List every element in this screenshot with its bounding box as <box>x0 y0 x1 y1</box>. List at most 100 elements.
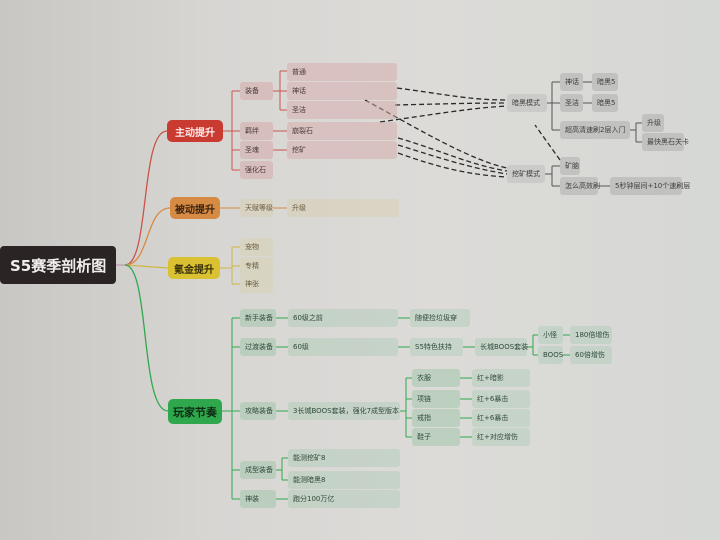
node-dark-holy-value[interactable]: 暗黑5 <box>592 94 618 112</box>
node-newbie-gear[interactable]: 新手装备 <box>240 309 276 327</box>
edge-root-active <box>124 130 168 266</box>
node-label: 戒指 <box>417 414 431 422</box>
node-ring[interactable]: 戒指 <box>412 409 460 427</box>
node-boss-dmg[interactable]: 60倍增伤 <box>570 346 612 364</box>
node-test-mining[interactable]: 能测挖矿8 <box>288 449 400 467</box>
node-label: BOOS <box>543 351 564 359</box>
node-great-wall-set[interactable]: 长城BOOS套装 <box>475 338 529 356</box>
node-mine-brain[interactable]: 矿脑 <box>560 157 580 175</box>
node-label: 长城BOOS套装 <box>480 343 529 351</box>
node-pick-any[interactable]: 随便捡垃圾穿 <box>410 309 470 327</box>
node-crack-stone[interactable]: 崩裂石 <box>287 122 397 140</box>
branch-active-label: 主动提升 <box>175 127 215 139</box>
node-label: 60级 <box>293 343 309 351</box>
node-test-dark[interactable]: 能测暗黑8 <box>288 471 400 489</box>
node-level-up[interactable]: 升级 <box>642 114 664 132</box>
node-minion[interactable]: 小怪 <box>538 326 563 344</box>
node-level-60[interactable]: 60级 <box>288 338 398 356</box>
node-efficient-farm-value[interactable]: 5秒钟层间+10个速刷层 <box>610 177 690 195</box>
node-clothes-value[interactable]: 红+暗影 <box>472 369 530 387</box>
node-label: 专精 <box>245 262 259 270</box>
node-speed-run[interactable]: 超高清速刷2层入门 <box>560 121 630 139</box>
node-talent-level[interactable]: 天赋等级 <box>240 199 273 217</box>
node-label: 新手装备 <box>245 314 273 322</box>
node-label: 怎么高效刷 <box>565 182 600 190</box>
node-god-gear[interactable]: 神装 <box>240 490 276 508</box>
node-myth[interactable]: 神话 <box>287 82 397 100</box>
node-label: 能测挖矿8 <box>293 454 326 462</box>
node-label: 宠物 <box>245 243 259 251</box>
node-pet[interactable]: 宠物 <box>240 238 273 256</box>
branch-passive[interactable]: 被动提升 <box>170 197 220 219</box>
node-shoes-value[interactable]: 红+对应增伤 <box>472 428 530 446</box>
node-label: 衣服 <box>417 374 431 382</box>
node-enhance-stone[interactable]: 强化石 <box>240 161 273 179</box>
node-dark-holy[interactable]: 圣洁 <box>560 94 583 112</box>
node-label: 能测暗黑8 <box>293 476 326 484</box>
edge-root-money <box>124 264 169 269</box>
node-dark-myth-value[interactable]: 暗黑5 <box>592 73 618 91</box>
node-formed-gear[interactable]: 成型装备 <box>240 461 276 479</box>
node-fastest-stage[interactable]: 最快黑石关卡 <box>642 133 689 151</box>
node-necklace-value[interactable]: 红+6暴击 <box>472 390 530 408</box>
branch-active[interactable]: 主动提升 <box>167 120 223 142</box>
node-boss[interactable]: BOOS <box>538 346 563 364</box>
node-soul[interactable]: 圣魂 <box>240 141 273 159</box>
node-label: 升级 <box>647 119 661 127</box>
node-clothes[interactable]: 衣服 <box>412 369 460 387</box>
node-dark-mode[interactable]: 暗黑模式 <box>507 94 547 112</box>
node-label: 升级 <box>292 204 306 212</box>
node-holy[interactable]: 圣洁 <box>287 101 397 119</box>
branch-money-label: 氪金提升 <box>174 264 214 276</box>
branch-rhythm-label: 玩家节奏 <box>173 405 217 419</box>
node-label: 神话 <box>565 78 579 86</box>
node-label: 挖矿模式 <box>512 170 540 178</box>
node-common[interactable]: 普通 <box>287 63 397 81</box>
node-transition-gear[interactable]: 过渡装备 <box>240 338 276 356</box>
node-minion-dmg[interactable]: 180倍增伤 <box>570 326 612 344</box>
node-label: 强化石 <box>245 166 266 174</box>
node-label: 圣洁 <box>565 99 579 107</box>
node-raid-detail[interactable]: 3长城BOOS套装，强化7成型版本 <box>288 402 400 420</box>
branch-money[interactable]: 氪金提升 <box>168 257 220 279</box>
node-s5-support[interactable]: S5特色扶持 <box>410 338 463 356</box>
node-label: 5秒钟层间+10个速刷层 <box>615 182 691 190</box>
node-label: 红+6暴击 <box>477 414 509 422</box>
node-before-60[interactable]: 60级之前 <box>288 309 398 327</box>
node-necklace[interactable]: 项链 <box>412 390 460 408</box>
node-mastery[interactable]: 专精 <box>240 257 273 275</box>
branch-rhythm[interactable]: 玩家节奏 <box>168 399 222 424</box>
root-title: S5赛季剖析图 <box>10 256 107 275</box>
node-mining[interactable]: 挖矿 <box>287 141 397 159</box>
node-dark-myth[interactable]: 神话 <box>560 73 583 91</box>
node-label: 装备 <box>245 87 259 95</box>
node-ring-value[interactable]: 红+6暴击 <box>472 409 530 427</box>
node-mining-mode[interactable]: 挖矿模式 <box>507 165 545 183</box>
node-label: 最快黑石关卡 <box>647 138 689 146</box>
root-node[interactable]: S5赛季剖析图 <box>0 246 116 284</box>
node-label: 暗黑模式 <box>512 99 540 107</box>
node-upgrade[interactable]: 升级 <box>287 199 399 217</box>
node-bond[interactable]: 羁绊 <box>240 122 273 140</box>
node-label: 跑分100万亿 <box>293 495 335 503</box>
branch-passive-label: 被动提升 <box>175 204 215 216</box>
node-label: 矿脑 <box>565 162 579 170</box>
node-shoes[interactable]: 鞋子 <box>412 428 460 446</box>
node-label: 过渡装备 <box>245 343 273 351</box>
node-label: 天赋等级 <box>245 204 273 212</box>
node-god-card[interactable]: 神张 <box>240 275 273 293</box>
node-score[interactable]: 跑分100万亿 <box>288 490 400 508</box>
dashed-links <box>364 87 561 178</box>
node-label: 3长城BOOS套装，强化7成型版本 <box>293 407 400 415</box>
node-label: 羁绊 <box>245 127 259 135</box>
node-label: 崩裂石 <box>292 127 313 135</box>
node-label: 神装 <box>245 495 259 503</box>
edge-root-rhythm <box>124 264 169 412</box>
node-equipment[interactable]: 装备 <box>240 82 273 100</box>
node-raid-gear[interactable]: 攻略装备 <box>240 402 276 420</box>
node-label: 180倍增伤 <box>575 331 610 339</box>
node-efficient-farm[interactable]: 怎么高效刷 <box>560 177 600 195</box>
node-label: 红+对应增伤 <box>477 433 518 441</box>
